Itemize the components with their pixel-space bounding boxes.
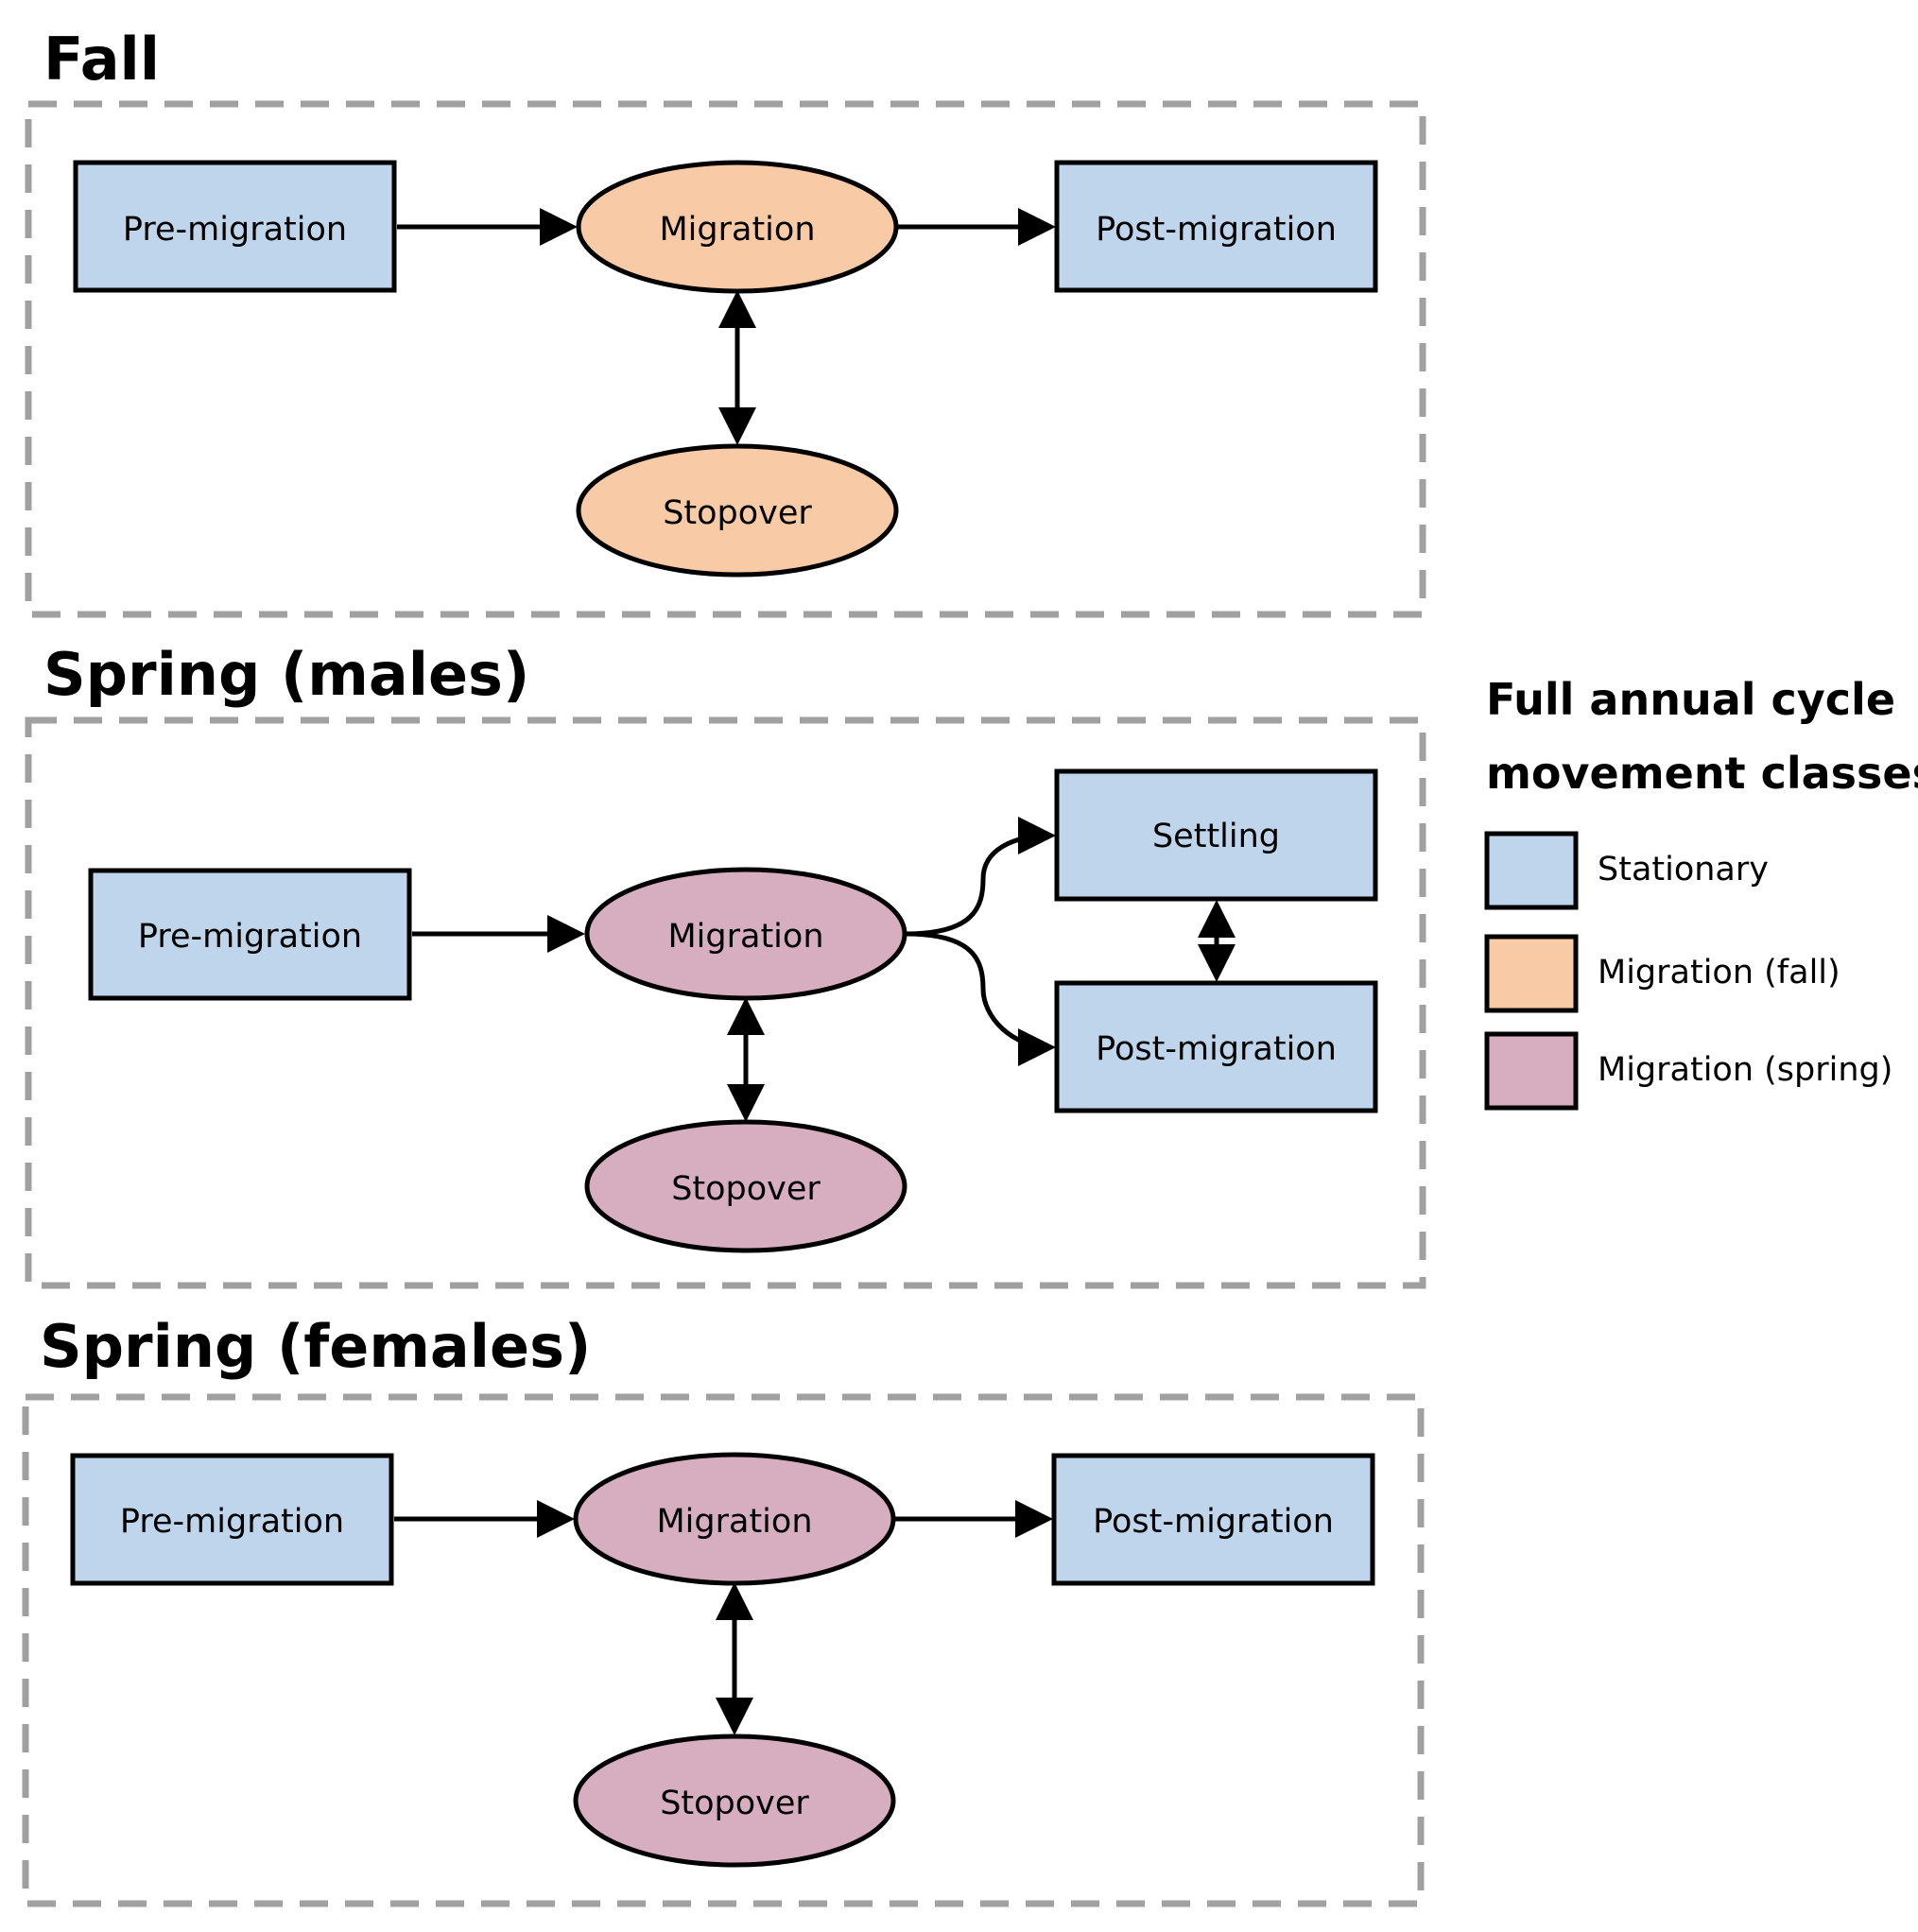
females-migration-label: Migration [656,1503,812,1541]
legend-swatch-stationary [1484,831,1579,910]
legend: Full annual cycle movement classes Stati… [1484,674,1918,1111]
females-pre-migration-node [70,1453,394,1586]
fall-post-migration-node [1054,160,1378,293]
males-post-migration-node [1054,980,1378,1113]
males-settling-node [1054,768,1378,902]
legend-swatch-migration-fall [1484,934,1579,1013]
females-post-migration-node [1051,1453,1375,1586]
panel-fall: Fall Pre-migration Migration Post-migrat… [25,25,1426,618]
males-post-migration-label: Post-migration [1096,1030,1337,1068]
fall-stopover-node [576,443,899,578]
legend-title-line1: Full annual cycle [1486,674,1895,725]
females-pre-migration-label: Pre-migration [120,1503,344,1541]
fall-post-migration-label: Post-migration [1096,211,1337,249]
panel-title-fall: Fall [43,25,160,94]
males-stopover-node [584,1119,907,1253]
panel-spring-females: Spring (females) Pre-migration Migration… [22,1312,1425,1907]
legend-swatch-migration-spring [1484,1031,1579,1111]
males-stopover-label: Stopover [671,1170,821,1208]
fall-pre-migration-node [73,160,397,293]
panel-title-spring-females: Spring (females) [40,1312,591,1381]
fall-stopover-label: Stopover [663,494,812,532]
legend-label-migration-fall: Migration (fall) [1598,954,1840,992]
males-arrow-migration-to-settling [905,817,1056,937]
legend-label-migration-spring: Migration (spring) [1598,1051,1892,1089]
panel-border-spring-males [25,716,1426,1289]
panel-border-fall [25,100,1426,618]
legend-label-stationary: Stationary [1598,851,1769,888]
fall-pre-migration-label: Pre-migration [123,211,347,249]
males-pre-migration-label: Pre-migration [138,918,362,956]
females-post-migration-label: Post-migration [1093,1503,1334,1541]
females-stopover-node [573,1734,896,1868]
males-arrow-migration-to-post [905,931,1056,1066]
legend-title-line2: movement classes [1486,748,1918,799]
fall-migration-label: Migration [659,211,815,249]
females-stopover-label: Stopover [660,1785,809,1822]
panel-border-spring-females [22,1393,1425,1907]
males-migration-label: Migration [667,918,823,956]
males-pre-migration-node [88,868,412,1001]
males-settling-label: Settling [1152,818,1280,855]
panel-spring-males: Spring (males) Pre-migration Migration S… [25,640,1426,1289]
panel-title-spring-males: Spring (males) [43,640,529,709]
